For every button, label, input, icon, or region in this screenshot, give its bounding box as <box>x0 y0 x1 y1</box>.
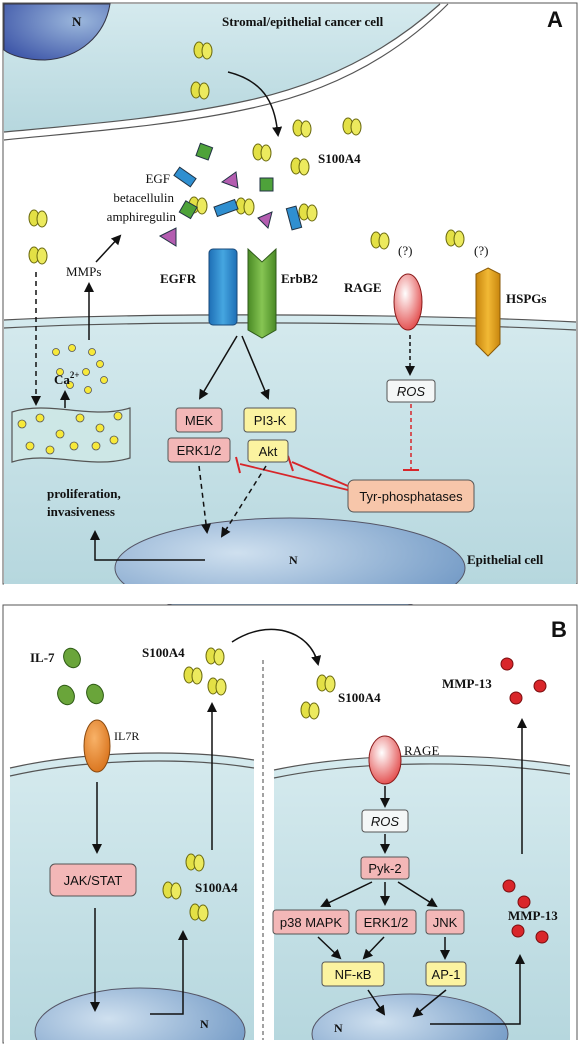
pi3k-box <box>243 407 297 433</box>
pyk2-box <box>360 856 410 880</box>
erk-label-a: ERK1/2 <box>177 443 222 458</box>
il7r-label: IL7R <box>114 729 139 743</box>
s100a4-label-a: S100A4 <box>318 151 361 166</box>
egfr-receptor <box>208 248 238 326</box>
right-cell-nucleus <box>311 993 509 1048</box>
rage-label-a: RAGE <box>344 280 382 295</box>
jakstat-label: JAK/STAT <box>64 873 123 888</box>
ligand-betacellulin: betacellulin <box>113 190 174 205</box>
jakstat-box <box>49 863 137 897</box>
ros-label-a: ROS <box>397 384 426 399</box>
ligand-egf: EGF <box>145 171 170 186</box>
mmp13-label-mid: MMP-13 <box>508 908 558 923</box>
rage-receptor-b <box>368 735 402 785</box>
calcium-label: Ca2+ <box>54 370 80 387</box>
ros-box-a <box>386 379 436 403</box>
il7-label: IL-7 <box>30 650 55 665</box>
ap1-box <box>425 961 467 987</box>
erbb2-label: ErbB2 <box>281 271 318 286</box>
tyr-phosphatases-label: Tyr-phosphatases <box>359 489 463 504</box>
mmp13-label-top: MMP-13 <box>442 676 492 691</box>
cancer-cell-cytoplasm <box>4 4 440 132</box>
nucleus-left-label: N <box>200 1017 209 1031</box>
unknown-rage: (?) <box>398 243 412 258</box>
calcium-store <box>11 407 131 463</box>
nfkb-label: NF-κB <box>335 967 372 982</box>
akt-box <box>247 439 289 463</box>
erbb2-receptor <box>247 247 277 339</box>
panel-b-letter: B <box>551 617 567 642</box>
left-cell-nucleus <box>34 987 246 1048</box>
mek-label: MEK <box>185 413 214 428</box>
unknown-hspgs: (?) <box>474 243 488 258</box>
ligand-amphiregulin: amphiregulin <box>107 209 177 224</box>
p38-box <box>272 909 350 935</box>
outcome-line-2: invasiveness <box>47 504 115 519</box>
tyr-phosphatases-box <box>347 479 475 513</box>
erk-box-a <box>167 437 231 463</box>
mmp13-molecules <box>500 657 549 944</box>
erk-label-b: ERK1/2 <box>364 915 409 930</box>
il7r-receptor <box>83 719 111 773</box>
ap1-label: AP-1 <box>432 967 461 982</box>
epithelial-cell-label: Epithelial cell <box>467 552 544 567</box>
mmps-label: MMPs <box>66 264 101 279</box>
hspgs-label: HSPGs <box>506 291 546 306</box>
pi3k-label: PI3-K <box>254 413 287 428</box>
mek-box <box>175 407 223 433</box>
p38-label: p38 MAPK <box>280 915 342 930</box>
ros-box-b <box>361 809 409 833</box>
cancer-cell-nucleus <box>3 3 111 61</box>
pyk2-label: Pyk-2 <box>368 861 401 876</box>
s100a4-label-b-top: S100A4 <box>142 645 185 660</box>
jnk-label: JNK <box>433 915 458 930</box>
egf-ligands <box>158 142 303 247</box>
nfkb-box <box>321 961 385 987</box>
rage-label-b: RAGE <box>404 743 439 758</box>
hspgs-receptor <box>475 267 501 357</box>
erk-box-b <box>355 909 417 935</box>
nucleus-top-label: N <box>72 14 82 29</box>
ros-label-b: ROS <box>371 814 400 829</box>
left-cell-cytoplasm <box>10 753 254 1040</box>
source-cell-label: Stromal/epithelial cancer cell <box>222 14 384 29</box>
s100a4-label-b-right: S100A4 <box>338 690 381 705</box>
rage-receptor-a <box>393 273 423 331</box>
il7-molecules <box>57 647 104 706</box>
nucleus-right-label: N <box>334 1021 343 1035</box>
calcium-ions <box>17 344 123 455</box>
panel-a-letter: A <box>547 7 563 32</box>
egfr-label: EGFR <box>160 271 197 286</box>
jnk-box <box>425 909 465 935</box>
nucleus-bottom-label: N <box>289 553 298 567</box>
s100a4-label-b-mid: S100A4 <box>195 880 238 895</box>
outcome-line-1: proliferation, <box>47 486 121 501</box>
akt-label: Akt <box>259 444 278 459</box>
